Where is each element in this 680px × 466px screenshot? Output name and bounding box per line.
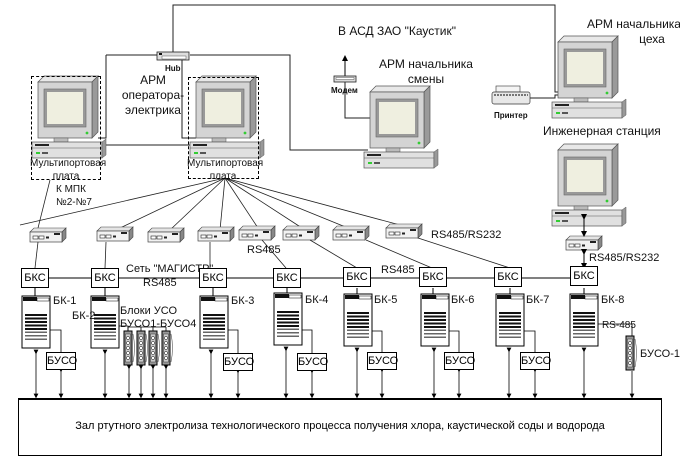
uso-block-2-icon	[136, 330, 148, 366]
multiport-left-line-1: Мультипортовая	[30, 158, 107, 169]
shop-supervisor-pc-icon	[551, 35, 627, 119]
shift-supervisor-label: АРМ начальника смены	[376, 57, 476, 87]
controller-bk5-icon	[343, 293, 373, 347]
controller-bk8-label: БК-8	[601, 294, 625, 306]
converter-6-icon	[282, 225, 320, 241]
operator-label-line-1: АРМ	[140, 73, 166, 87]
rs485-buso1-label: RS-485	[602, 320, 636, 331]
hub-label: Hub	[165, 64, 181, 73]
controller-bk5-label: БК-5	[374, 294, 398, 306]
buso-bk5: БУСО	[367, 352, 398, 370]
uso-blocks-label: Блоки УСО БУСО1-БУСО4	[120, 305, 196, 331]
hub-icon	[156, 51, 190, 61]
rs485-main-label: RS485	[143, 277, 177, 289]
bks-8: БКС	[570, 266, 598, 286]
rs485-rs232-label-b: RS485/RS232	[589, 252, 660, 264]
controller-bk1-label: БК-1	[53, 295, 77, 307]
bks-4: БКС	[273, 268, 301, 288]
controller-bk7-label: БК-7	[526, 294, 550, 306]
multiport-right-line-1: Мультипортовая	[187, 158, 264, 169]
converter-5-icon	[238, 225, 276, 241]
bks-6: БКС	[419, 267, 447, 287]
rs485-rs232-label-a: RS485/RS232	[431, 229, 502, 241]
bks-1: БКС	[21, 268, 49, 288]
uso-block-4-icon	[161, 330, 173, 366]
buso-1-icon	[625, 335, 637, 371]
operator-workstation-label: АРМ оператора- электрика	[118, 73, 188, 118]
shift-supervisor-pc-icon	[363, 85, 439, 169]
buso-bk6: БУСО	[444, 352, 475, 370]
buso-bk7: БУСО	[520, 352, 551, 370]
converter-8-icon	[385, 223, 423, 239]
printer-label: Принтер	[494, 111, 528, 120]
kmpk-line-1: К МПК	[56, 184, 86, 195]
bks-5: БКС	[343, 267, 371, 287]
shop-label-line-2: цеха	[639, 32, 665, 46]
multiport-left-line-2: плата	[52, 171, 80, 182]
buso-bk4: БУСО	[297, 353, 328, 371]
modem-icon	[333, 75, 357, 83]
controller-bk2-label: БК-2	[72, 310, 96, 322]
bks-2: БКС	[91, 268, 119, 288]
converter-9-icon	[565, 235, 603, 251]
controller-bk4-label: БК-4	[305, 294, 329, 306]
converter-2-icon	[96, 226, 134, 242]
converter-bks-lines	[34, 237, 511, 269]
converter-1-icon	[29, 227, 67, 243]
engineering-station-label: Инженерная станция	[543, 124, 661, 138]
controller-bk7-icon	[495, 293, 525, 347]
converter-4-icon	[197, 226, 235, 242]
shop-label-line-1: АРМ начальника	[587, 17, 680, 31]
rs485-label-b: RS485	[381, 264, 415, 276]
magistr-network-label: Сеть "МАГИСТР"	[126, 263, 214, 275]
bks-3: БКС	[199, 268, 227, 288]
rs232-fanout-lines	[19, 177, 401, 231]
buso-bk3: БУСО	[223, 353, 254, 371]
kmpk-line-2: №2-№7	[56, 197, 92, 208]
buso-links	[50, 323, 633, 353]
controller-bk6-icon	[420, 293, 450, 347]
buso-bk1: БУСО	[46, 352, 77, 370]
shift-label-line-1: АРМ начальника	[379, 57, 473, 71]
controller-bk8-icon	[569, 293, 599, 347]
bks-7: БКС	[494, 267, 522, 287]
hall-io-arrows	[33, 346, 635, 399]
uso-block-3-icon	[148, 330, 160, 366]
external-system-label: В АСД ЗАО "Каустик"	[338, 24, 456, 38]
multiport-board-right-outline	[188, 77, 259, 179]
controller-bk4-icon	[273, 292, 303, 346]
uso-blocks-line-2: БУСО1-БУСО4	[120, 318, 197, 330]
hall-label: Зал ртутного электролиза технологическог…	[75, 420, 605, 432]
engineering-station-pc-icon	[551, 143, 627, 227]
multiport-board-right-label: Мультипортовая плата	[187, 157, 264, 183]
converter-7-icon	[332, 225, 370, 241]
uso-block-1-icon	[123, 330, 135, 366]
printer-icon	[491, 85, 531, 105]
shop-supervisor-label: АРМ начальника цеха	[584, 17, 680, 47]
modem-label: Модем	[331, 86, 358, 95]
buso-1-label: БУСО-1	[640, 348, 680, 360]
controller-bk1-icon	[21, 295, 51, 349]
controller-bk3-label: БК-3	[231, 295, 255, 307]
multiport-right-line-2: плата	[209, 171, 237, 182]
rs485-label-a: RS485	[247, 244, 281, 256]
operator-label-line-2: оператора-	[121, 88, 185, 102]
multiport-board-left-label: Мультипортовая плата	[30, 157, 107, 183]
operator-label-line-3: электрика	[125, 103, 181, 117]
uso-blocks-line-1: Блоки УСО	[120, 305, 178, 317]
controller-bk6-label: БК-6	[451, 294, 475, 306]
controller-bk3-icon	[199, 295, 229, 349]
kmpk-label: К МПК №2-№7	[56, 183, 92, 209]
converter-3-icon	[147, 227, 185, 243]
shift-label-line-2: смены	[407, 72, 445, 86]
electrolysis-hall: Зал ртутного электролиза технологическог…	[18, 398, 662, 456]
multiport-board-left-outline	[31, 76, 101, 180]
